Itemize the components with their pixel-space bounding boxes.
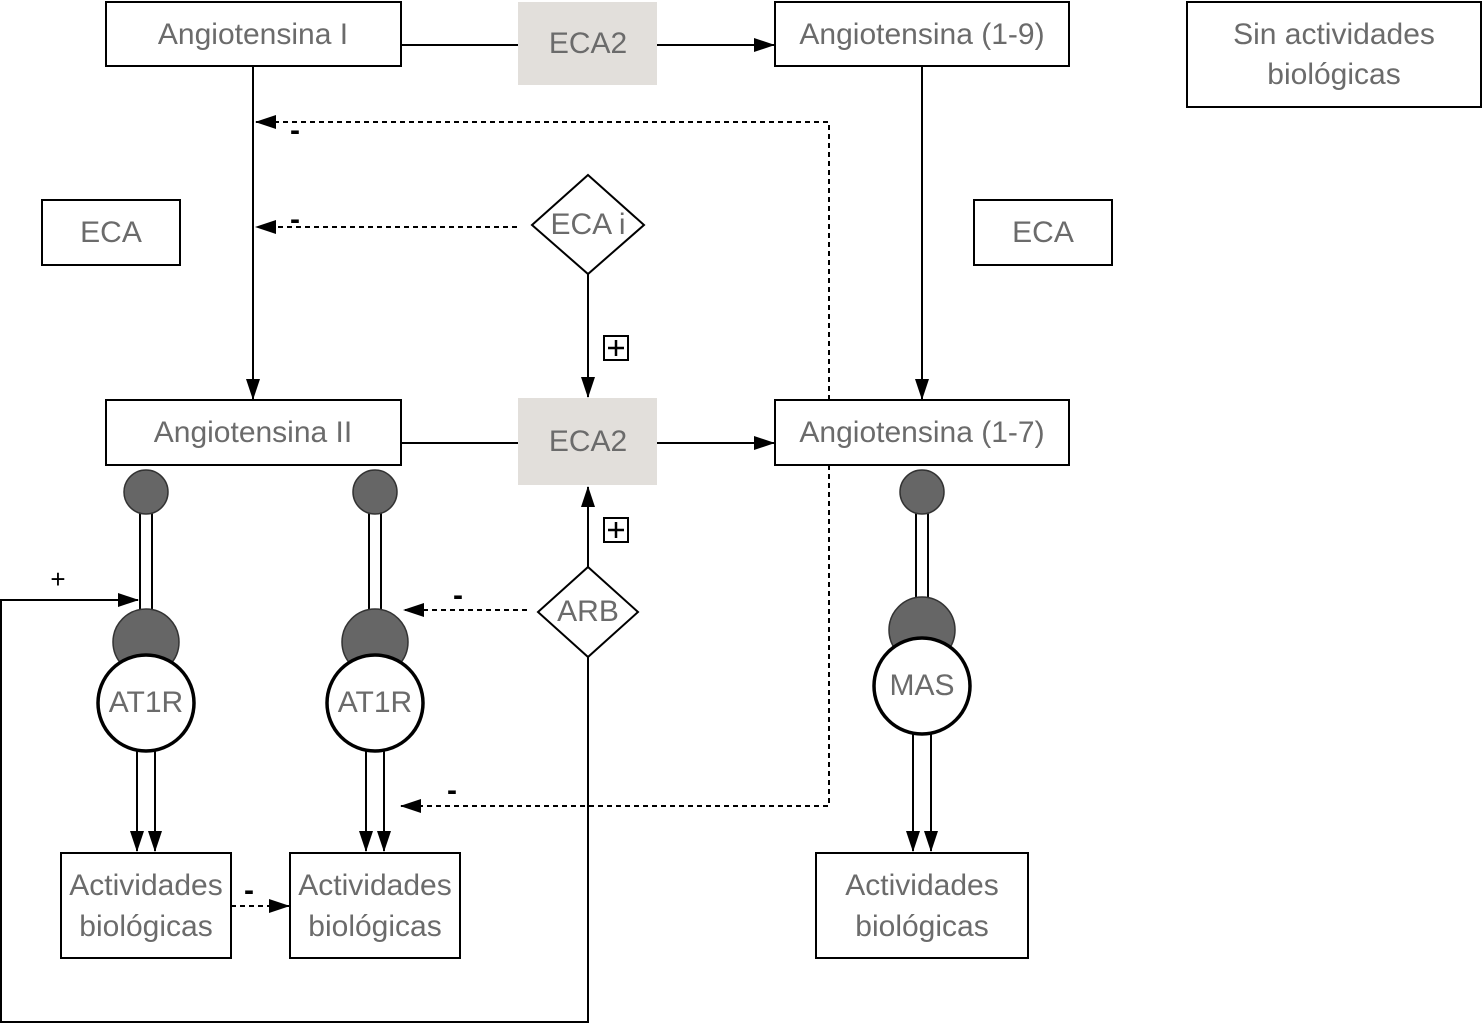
node-sin-actividades: Sin actividades biológicas (1186, 1, 1482, 108)
svg-text:ECA: ECA (1012, 216, 1074, 249)
svg-text:AT1R: AT1R (109, 686, 183, 719)
enzyme-eca-right: ECA (973, 199, 1113, 266)
receptor-mas: MAS (872, 469, 972, 736)
svg-text:Actividades: Actividades (298, 869, 451, 902)
arrow-arb-feedback-to-at1r (0, 593, 589, 1023)
enzyme-eca-left: ECA (41, 199, 181, 266)
node-angiotensina-1-9: Angiotensina (1-9) (774, 1, 1070, 67)
svg-text:MAS: MAS (889, 669, 954, 702)
enzyme-eca2-mid: ECA2 (518, 398, 657, 485)
svg-text:Actividades: Actividades (845, 869, 998, 902)
svg-text:ECA2: ECA2 (549, 27, 627, 60)
svg-text:biológicas: biológicas (79, 910, 212, 943)
drug-arb: ARB (536, 565, 640, 659)
drug-eca-inhibitor: ECA i (530, 173, 646, 276)
inhibition-ang17-to-eca (255, 115, 830, 400)
minus-sign: - (453, 579, 463, 612)
signal-arrows (130, 734, 938, 852)
node-actividades-left: Actividades biológicas (60, 852, 232, 959)
svg-text:Angiotensina (1-7): Angiotensina (1-7) (799, 416, 1044, 449)
svg-text:Actividades: Actividades (69, 869, 222, 902)
svg-text:ECA2: ECA2 (549, 425, 627, 458)
plus-box-icon (603, 335, 629, 361)
minus-sign: - (290, 203, 300, 236)
svg-text:Sin actividades: Sin actividades (1233, 18, 1435, 51)
svg-text:Angiotensina (1-9): Angiotensina (1-9) (799, 18, 1044, 51)
minus-sign: - (290, 114, 300, 147)
plus-sign: + (50, 564, 65, 594)
plus-box-icon (603, 517, 629, 543)
svg-text:ECA: ECA (80, 216, 142, 249)
inhibition-ang17-to-at1r (400, 465, 830, 813)
svg-text:biológicas: biológicas (855, 910, 988, 943)
svg-text:biológicas: biológicas (308, 910, 441, 943)
label: Angiotensina I (158, 18, 348, 51)
svg-text:ARB: ARB (557, 595, 619, 628)
receptor-at1r-right: AT1R (325, 469, 425, 753)
svg-text:AT1R: AT1R (338, 686, 412, 719)
node-actividades-middle: Actividades biológicas (289, 852, 461, 959)
svg-text:Angiotensina II: Angiotensina II (154, 416, 352, 449)
minus-sign: - (447, 774, 457, 807)
node-angiotensina-ii: Angiotensina II (105, 399, 402, 466)
node-angiotensina-1-7: Angiotensina (1-7) (774, 399, 1070, 466)
svg-text:ECA i: ECA i (550, 208, 625, 241)
node-actividades-right: Actividades biológicas (815, 852, 1029, 959)
enzyme-eca2-top: ECA2 (518, 2, 657, 85)
svg-text:biológicas: biológicas (1267, 58, 1400, 91)
minus-sign: - (244, 874, 254, 907)
node-angiotensina-i: Angiotensina I (105, 1, 402, 67)
receptor-at1r-left: AT1R (96, 469, 196, 753)
